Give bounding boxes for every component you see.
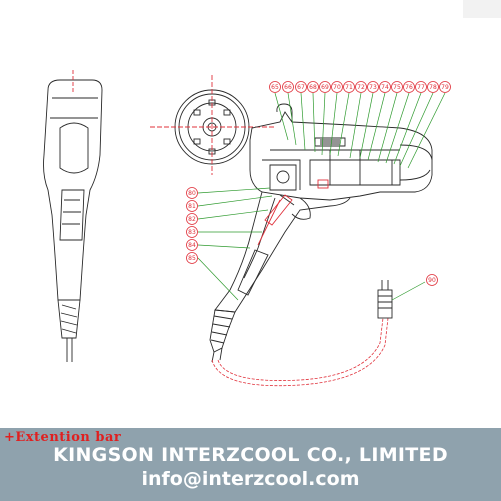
callout-79: 79	[439, 81, 451, 93]
callout-84: 84	[186, 239, 198, 251]
corner-watermark	[463, 0, 501, 18]
callout-65: 65	[269, 81, 281, 93]
callout-label: 90	[428, 277, 436, 284]
callout-label: 84	[188, 242, 196, 249]
callout-label: 81	[188, 203, 196, 210]
callout-67: 67	[295, 81, 307, 93]
callout-label: 65	[271, 84, 279, 91]
callout-label: 71	[345, 84, 353, 91]
callout-label: 66	[284, 84, 292, 91]
callout-label: 78	[429, 84, 437, 91]
callout-label: 80	[188, 190, 196, 197]
gun-grip	[214, 191, 351, 313]
spool-reel	[150, 75, 275, 175]
callout-label: 85	[188, 255, 196, 262]
extension-bar-label: +Extention bar	[4, 430, 122, 445]
callout-label: 69	[321, 84, 329, 91]
extension-cable	[211, 317, 389, 387]
callouts-top: 65 66 67 68 69 70 71 72 73 74 75 76 77 7…	[269, 81, 451, 93]
callout-81: 81	[186, 200, 198, 212]
callout-72: 72	[355, 81, 367, 93]
callout-label: 82	[188, 216, 196, 223]
company-email: info@interzcool.com	[141, 468, 360, 490]
callout-83: 83	[186, 226, 198, 238]
callout-label: 73	[369, 84, 377, 91]
callout-76: 76	[403, 81, 415, 93]
company-name: KINGSON INTERZCOOL CO., LIMITED	[53, 444, 448, 466]
callout-78: 78	[427, 81, 439, 93]
callout-80: 80	[186, 187, 198, 199]
callout-label: 72	[357, 84, 365, 91]
callout-label: 75	[393, 84, 401, 91]
callout-66: 66	[282, 81, 294, 93]
callout-85: 85	[186, 252, 198, 264]
callout-73: 73	[367, 81, 379, 93]
gun-front-view	[43, 70, 103, 362]
callout-75: 75	[391, 81, 403, 93]
callout-70: 70	[331, 81, 343, 93]
callout-82: 82	[186, 213, 198, 225]
company-banner: +Extention bar KINGSON INTERZCOOL CO., L…	[0, 428, 501, 501]
callout-label: 68	[309, 84, 317, 91]
callouts-left: 80 81 82 83 84 85	[186, 187, 198, 264]
callout-label: 74	[381, 84, 389, 91]
callout-label: 67	[297, 84, 305, 91]
callout-label: 76	[405, 84, 413, 91]
callout-77: 77	[415, 81, 427, 93]
welding-gun-diagram: 65 66 67 68 69 70 71 72 73 74 75 76 77 7…	[43, 70, 451, 387]
cable-connector	[377, 280, 393, 319]
callout-69: 69	[319, 81, 331, 93]
callout-label: 79	[441, 84, 449, 91]
callout-74: 74	[379, 81, 391, 93]
gun-body	[249, 103, 433, 201]
callout-68: 68	[307, 81, 319, 93]
callout-90: 90	[426, 274, 438, 286]
callout-71: 71	[343, 81, 355, 93]
callout-label: 77	[417, 84, 425, 91]
callout-label: 83	[188, 229, 196, 236]
callout-label: 70	[333, 84, 341, 91]
gun-nozzle	[209, 309, 236, 363]
